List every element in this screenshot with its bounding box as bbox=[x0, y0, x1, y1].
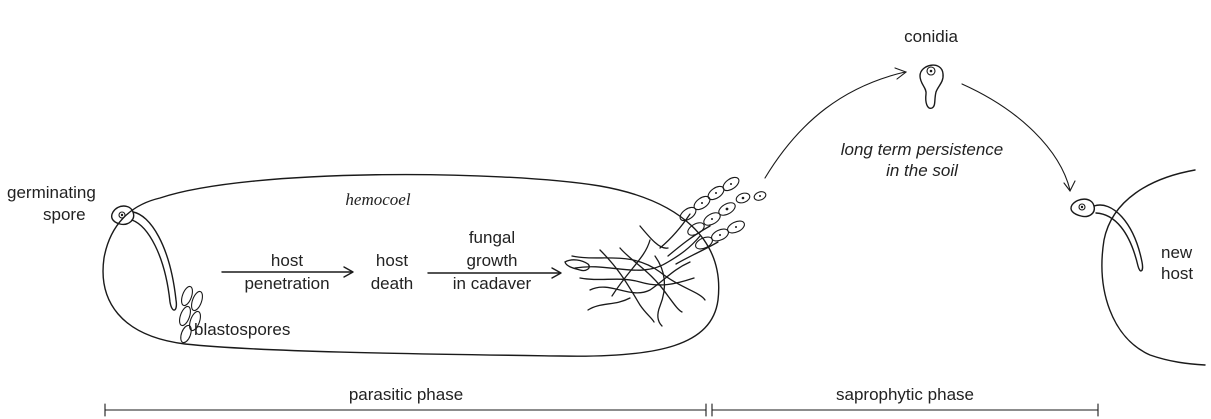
hyphae-icon bbox=[565, 214, 718, 326]
new-host-label-line1: new bbox=[1161, 243, 1193, 262]
hemocoel-label: hemocoel bbox=[345, 190, 410, 209]
host-death-label-line1: host bbox=[376, 251, 408, 270]
parasitic-phase-bar bbox=[105, 404, 706, 416]
host-penetration-label-line1: host bbox=[271, 251, 303, 270]
infection-arrow bbox=[962, 84, 1075, 191]
fungal-growth-label-line3: in cadaver bbox=[453, 274, 532, 293]
persistence-label-line1: long term persistence bbox=[841, 140, 1004, 159]
germinating-label-line1: germinating bbox=[7, 183, 96, 202]
germinating-spore-icon bbox=[112, 206, 177, 310]
conidia-chains-icon bbox=[678, 175, 767, 252]
host-death-label-line2: death bbox=[371, 274, 414, 293]
fungal-growth-label-line1: fungal bbox=[469, 228, 515, 247]
parasitic-phase-label: parasitic phase bbox=[349, 385, 463, 404]
conidia-label: conidia bbox=[904, 27, 958, 46]
new-host-spore-icon bbox=[1071, 199, 1143, 271]
fungal-growth-label-line2: growth bbox=[466, 251, 517, 270]
persistence-label-line2: in the soil bbox=[886, 161, 959, 180]
conidium-icon bbox=[920, 65, 943, 108]
host-penetration-label-line2: penetration bbox=[244, 274, 329, 293]
saprophytic-phase-label: saprophytic phase bbox=[836, 385, 974, 404]
dispersal-arrow bbox=[765, 68, 906, 178]
new-host-label-line2: host bbox=[1161, 264, 1193, 283]
blastospores-label: blastospores bbox=[194, 320, 290, 339]
saprophytic-phase-bar bbox=[712, 404, 1098, 416]
germinating-label-line2: spore bbox=[43, 205, 86, 224]
